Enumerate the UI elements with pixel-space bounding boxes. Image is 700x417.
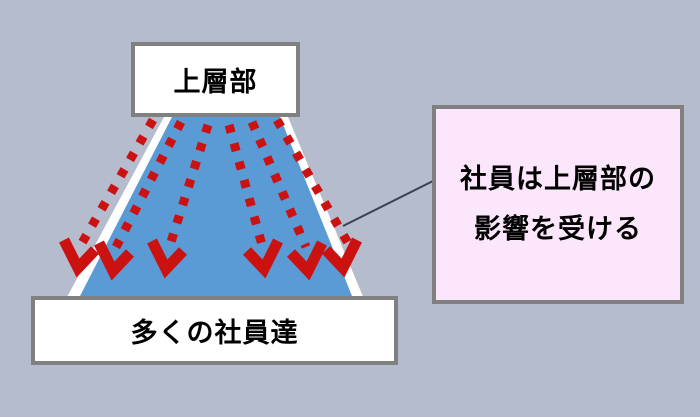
callout-line-2: 影響を受ける	[474, 213, 642, 244]
influence-arrow-2-shaft	[112, 119, 185, 250]
influence-arrow-3-shaft	[165, 123, 213, 247]
callout-connector-line	[342, 180, 434, 227]
influence-arrow-1-head	[59, 237, 99, 278]
influence-arrow-4-head	[243, 238, 283, 279]
callout-box[interactable]: 社員は上層部の 影響を受ける	[432, 105, 684, 304]
funnel-fill	[80, 117, 352, 296]
employees-label: 多くの社員達	[130, 318, 299, 348]
top-management-label: 上層部	[173, 67, 258, 97]
influence-arrow-4-shaft	[224, 123, 267, 247]
influence-arrow-1-shaft	[78, 117, 157, 246]
influence-arrows	[78, 117, 352, 250]
influence-arrow-3-head	[147, 238, 187, 279]
influence-arrow-6-shaft	[273, 117, 352, 246]
influence-arrow-6-head	[322, 237, 362, 278]
employees-box[interactable]: 多くの社員達	[31, 296, 398, 365]
influence-arrow-2-head	[94, 240, 134, 281]
influence-funnel	[66, 117, 364, 299]
influence-arrow-5-head	[287, 240, 327, 281]
influence-arrow-5-shaft	[247, 120, 311, 249]
top-management-box[interactable]: 上層部	[131, 42, 300, 117]
callout-line-1: 社員は上層部の	[460, 163, 656, 194]
influence-arrow-heads	[59, 237, 362, 281]
